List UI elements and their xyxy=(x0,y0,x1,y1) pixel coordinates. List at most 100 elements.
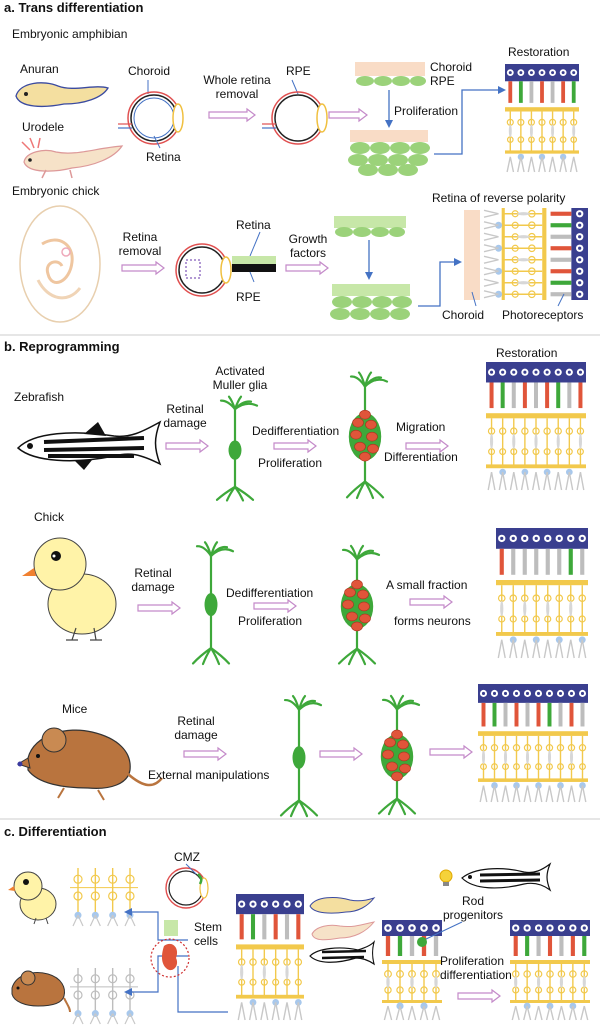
arrow-right-icon xyxy=(208,107,256,123)
zebrafish-label: Zebrafish xyxy=(14,390,65,404)
zebrafish-retinal-damage: Retinal damage xyxy=(163,402,207,430)
proliferating-glia-1 xyxy=(345,371,389,500)
restored-retina-a xyxy=(505,64,579,173)
proliferated-rpe-cells xyxy=(348,130,430,176)
restored-retina-zebrafish xyxy=(486,362,586,491)
zebrafish-icon xyxy=(16,420,162,470)
arrow-right-icon xyxy=(328,107,368,123)
reverse-polarity-retina xyxy=(483,208,588,300)
small-fraction-label: A small fraction xyxy=(386,578,468,592)
lightbulb-icon xyxy=(439,869,453,886)
section-divider xyxy=(0,334,600,336)
retina-label: Retina xyxy=(146,150,181,164)
choroid-bar xyxy=(464,210,480,300)
restored-retina-mice xyxy=(478,684,588,803)
mouse-small-icon xyxy=(11,970,71,1013)
forms-neurons-label: forms neurons xyxy=(394,614,471,628)
muller-glia-cell-3 xyxy=(279,694,323,818)
arrow-right-icon xyxy=(429,744,473,760)
chick-icon xyxy=(22,537,117,641)
arrow-down-icon xyxy=(385,90,393,128)
urodele-axolotl-icon xyxy=(21,137,124,179)
zebrafish-small-icon xyxy=(461,862,552,892)
arrow-right-icon xyxy=(253,598,297,614)
mouse-icon xyxy=(16,727,163,801)
section-c-title: c. Differentiation xyxy=(4,824,107,839)
arrow-down-icon xyxy=(365,240,373,280)
arrow-right-icon xyxy=(285,260,329,276)
photoreceptors-label: Photoreceptors xyxy=(502,308,584,322)
arrow-right-icon xyxy=(319,746,363,762)
chick-rpe-cells-2 xyxy=(330,284,412,320)
arrow-right-icon xyxy=(183,746,227,762)
retina-c-1 xyxy=(236,894,304,1021)
whole-retina-removal-label: Whole retina removal xyxy=(203,73,271,101)
muller-glia-cell-2 xyxy=(191,541,235,666)
choroid-label: Choroid xyxy=(128,64,171,78)
eye-diagram-chick xyxy=(175,243,232,297)
anuran-tadpole-icon xyxy=(15,82,109,108)
urodele-label: Urodele xyxy=(22,120,65,134)
prolif-diff-label: Proliferation differentiation xyxy=(440,954,512,982)
growth-factors-label: Growth factors xyxy=(288,232,328,260)
differentiation-label: Differentiation xyxy=(384,450,458,464)
yellow-neurons xyxy=(70,868,138,927)
retina-c-2 xyxy=(382,920,442,1021)
mice-label: Mice xyxy=(62,702,88,716)
amphibian-subtitle: Embryonic amphibian xyxy=(12,27,128,41)
connector-arrow-icon xyxy=(418,258,462,307)
cmz-label: CMZ xyxy=(174,850,200,864)
choroid-label-chick: Choroid xyxy=(442,308,485,322)
arrow-right-icon xyxy=(273,438,317,454)
stem-cells-icon xyxy=(150,920,190,978)
chick-label: Chick xyxy=(34,510,65,524)
rod-progenitor-pointer xyxy=(417,921,463,947)
migration-label: Migration xyxy=(396,420,446,434)
activated-muller-label: Activated Muller glia xyxy=(212,364,268,392)
proliferating-glia-2 xyxy=(337,544,381,666)
chick-rpe-cells-1 xyxy=(334,216,406,237)
chick-dedifferentiation: Dedifferentiation xyxy=(226,586,314,600)
retina-removal-label: Retina removal xyxy=(118,230,162,258)
chick-proliferation: Proliferation xyxy=(238,614,303,628)
eye-cmz-icon xyxy=(165,863,209,909)
restored-retina-chick xyxy=(496,528,588,659)
rpe-label: RPE xyxy=(286,64,311,78)
connector-arrow-icon xyxy=(434,86,506,155)
chick-small-icon xyxy=(8,871,57,925)
retina-c-3 xyxy=(510,920,590,1021)
eye-diagram-1 xyxy=(118,80,184,149)
arrow-right-icon xyxy=(165,438,209,454)
pointer-line xyxy=(471,291,565,307)
arrow-right-icon xyxy=(137,600,181,616)
restoration-label-a: Restoration xyxy=(508,45,570,59)
chick-layer-icon xyxy=(232,231,276,283)
chick-retinal-damage: Retinal damage xyxy=(131,566,175,594)
muller-glia-cell-1 xyxy=(215,395,259,502)
eye-diagram-2 xyxy=(262,79,328,145)
zebrafish-dedifferentiation: Dedifferentiation xyxy=(252,424,340,438)
arrow-right-icon xyxy=(121,260,165,276)
section-divider xyxy=(0,818,600,820)
zebrafish-proliferation: Proliferation xyxy=(258,456,323,470)
chick-subtitle: Embryonic chick xyxy=(12,184,100,198)
arrow-right-icon xyxy=(409,594,453,610)
section-b-title: b. Reprogramming xyxy=(4,339,120,354)
anuran-label: Anuran xyxy=(20,62,59,76)
amphibian-fish-group-icon xyxy=(309,897,376,966)
chick-retina-label: Retina xyxy=(236,218,271,232)
chick-embryo-egg-icon xyxy=(19,205,101,323)
chick-rpe-label: RPE xyxy=(236,290,261,304)
rod-progenitors-label: Rod progenitors xyxy=(442,894,504,922)
arrow-right-icon xyxy=(405,438,449,454)
stem-cells-label: Stem cells xyxy=(194,920,223,948)
choroid-rpe-label: Choroid RPE xyxy=(430,60,473,88)
mice-retinal-damage: Retinal damage xyxy=(174,714,218,742)
section-a-title: a. Trans differentiation xyxy=(4,0,144,15)
restoration-label-b: Restoration xyxy=(496,346,558,360)
proliferating-glia-3 xyxy=(377,694,421,816)
choroid-rpe-layer xyxy=(355,62,426,86)
external-manipulations-label: External manipulations xyxy=(148,768,270,782)
reverse-polarity-label: Retina of reverse polarity xyxy=(432,191,566,205)
arrow-right-icon xyxy=(457,988,501,1004)
